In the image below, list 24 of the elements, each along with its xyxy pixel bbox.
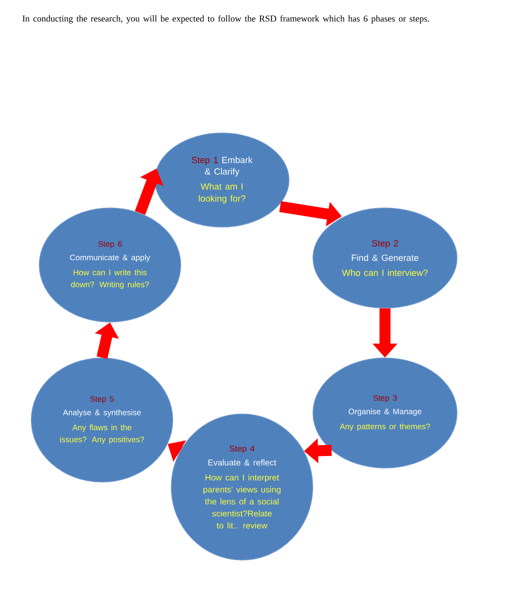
- guiding-question: Any patterns or themes?: [340, 423, 430, 431]
- step-ellipse: [38, 208, 182, 322]
- guiding-question: What am I looking for?: [198, 183, 246, 204]
- intro-text: In conducting the research, you will be expected to follow the RSD framework which has 6 phases or steps.: [22, 15, 430, 24]
- step-label: Step 6: [98, 241, 122, 248]
- step-heading: Step 1 Embark & Clarify: [192, 156, 253, 176]
- guiding-question: How can I write this down? Writing rules?: [71, 269, 149, 289]
- step-ellipse: [312, 358, 458, 468]
- guiding-question: Any flaws in the issues? Any positives?: [60, 424, 144, 444]
- step-title: Analyse & synthesise: [62, 409, 141, 417]
- step-ellipse: [154, 132, 290, 228]
- step-title: Find & Generate: [352, 254, 418, 261]
- step-ellipse: [312, 208, 458, 308]
- step-title: Communicate & apply: [70, 254, 150, 262]
- step-title: Evaluate & reflect: [208, 459, 276, 466]
- step-label: Step 4: [230, 446, 255, 454]
- guiding-question: How can I interpret parents' views using the lens of a social scientist?Relate to lit.. review: [203, 474, 281, 528]
- step-label: Step 5: [90, 396, 114, 404]
- step-label: Step 2: [372, 240, 398, 248]
- step-label: Step 3: [373, 395, 397, 402]
- step-ellipse: [30, 358, 174, 482]
- step-title: Organise & Manage: [348, 408, 422, 416]
- step-ellipse: [170, 414, 314, 560]
- guiding-question: Who can I interview?: [342, 269, 428, 276]
